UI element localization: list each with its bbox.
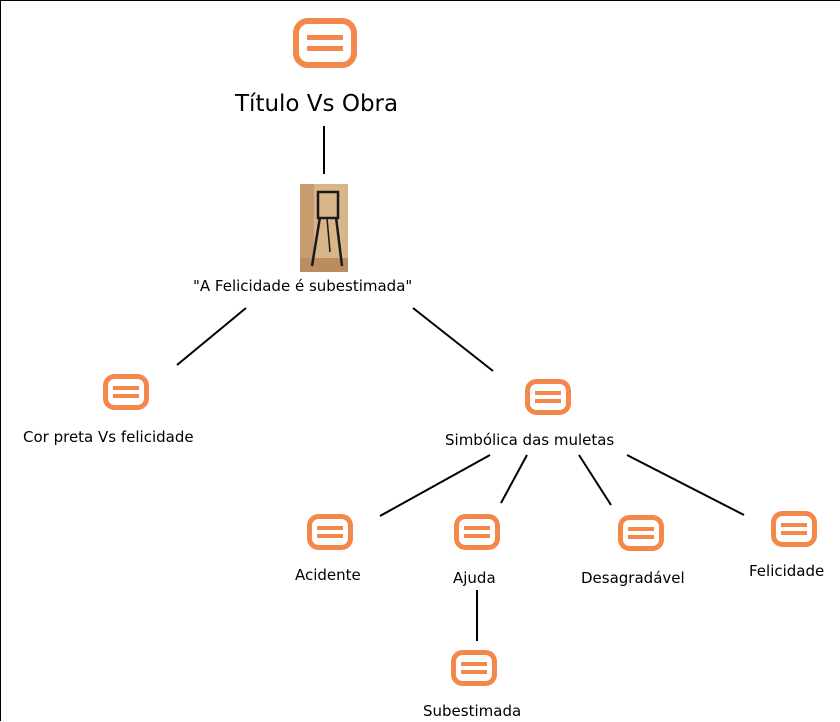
edge-simbolica-felicidade (626, 454, 745, 516)
felicidade-list-icon[interactable] (771, 511, 817, 547)
subestimada-label[interactable]: Subestimada (423, 702, 522, 720)
artwork-label[interactable]: "A Felicidade é subestimada" (193, 277, 413, 295)
acidente-list-icon[interactable] (307, 514, 353, 550)
subestimada-list-icon[interactable] (451, 650, 497, 686)
acidente-label[interactable]: Acidente (295, 566, 361, 584)
artwork-photo[interactable] (300, 184, 348, 272)
simbolica-label[interactable]: Simbólica das muletas (445, 431, 615, 449)
root-list-icon[interactable] (293, 18, 357, 68)
edge-artwork-simbolica (412, 307, 494, 372)
ajuda-label[interactable]: Ajuda (453, 569, 496, 587)
cor-preta-label[interactable]: Cor preta Vs felicidade (23, 428, 194, 446)
ajuda-list-icon[interactable] (454, 514, 500, 550)
edge-simbolica-desagradavel (578, 454, 612, 506)
felicidade-label[interactable]: Felicidade (749, 562, 825, 580)
edge-simbolica-acidente (379, 454, 491, 517)
simbolica-list-icon[interactable] (525, 379, 571, 415)
desagradavel-label[interactable]: Desagradável (581, 569, 685, 587)
desagradavel-list-icon[interactable] (618, 515, 664, 551)
root-label[interactable]: Título Vs Obra (235, 91, 399, 117)
edge-simbolica-ajuda (500, 454, 528, 504)
edge-artwork-cor-preta (176, 307, 247, 366)
cor-preta-list-icon[interactable] (103, 374, 149, 410)
